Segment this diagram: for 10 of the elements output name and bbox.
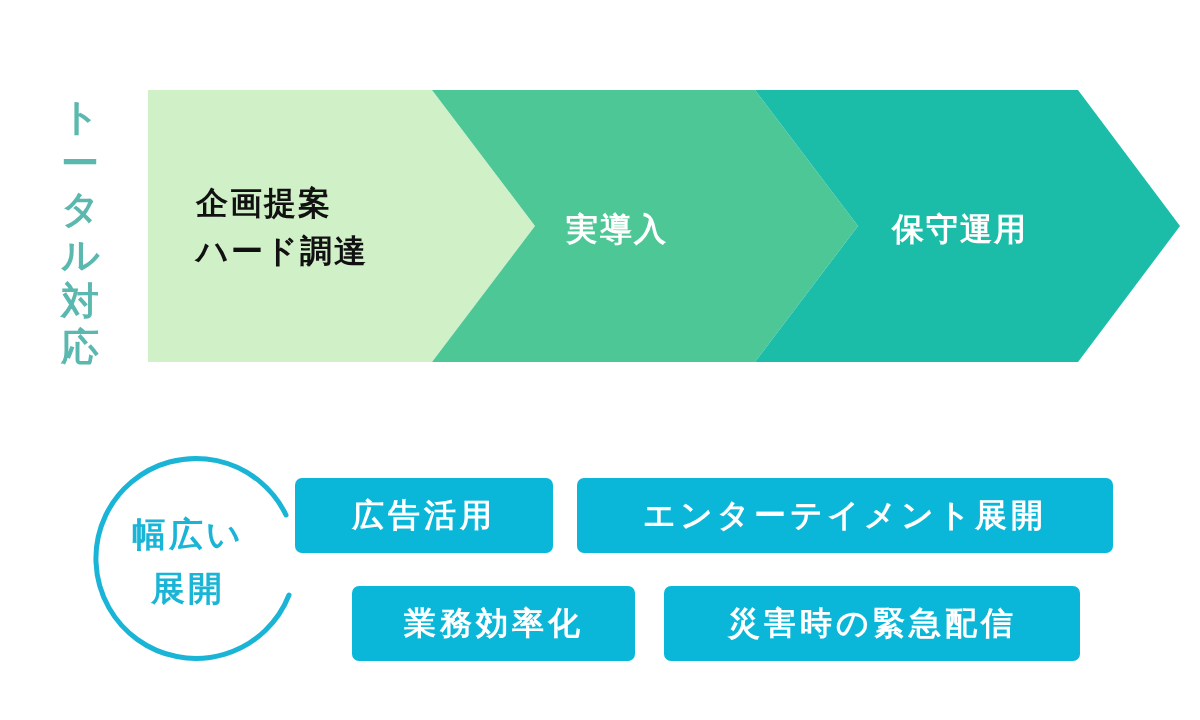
step-label: 保守運用 xyxy=(890,209,1029,250)
tag-box: 業務効率化 xyxy=(352,586,635,661)
tag-box: 災害時の緊急配信 xyxy=(664,586,1080,661)
step-label: 実導入 xyxy=(565,209,669,250)
tag-box: エンターテイメント展開 xyxy=(577,478,1113,553)
side-label: トータル対応 xyxy=(59,94,101,370)
heading-text: 幅広い展開 xyxy=(131,513,245,610)
tag-box: 広告活用 xyxy=(295,478,553,553)
step-label: ハード調達 xyxy=(196,231,368,272)
step-label: 企画提案 xyxy=(196,183,332,224)
